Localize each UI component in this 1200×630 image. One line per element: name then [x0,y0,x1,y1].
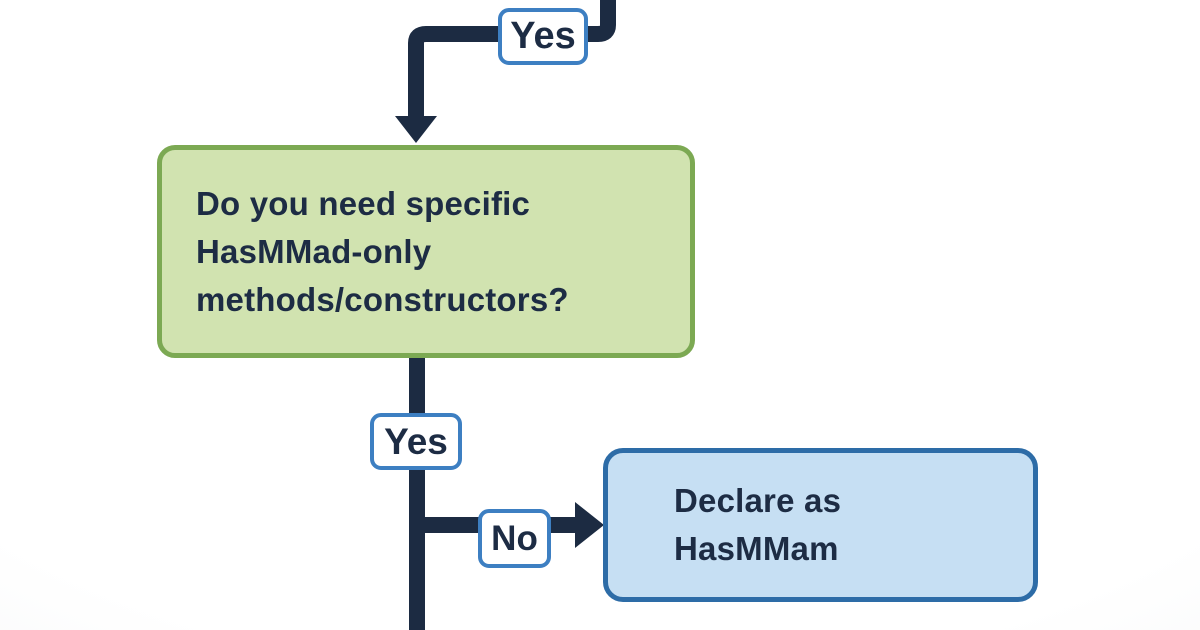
decision-node-text-line: Do you need specific [196,184,531,222]
decision-node: Do you need specific HasMMad-only method… [157,145,695,358]
edge-label-yes-top: Yes [498,8,588,65]
result-node-text-line: HasMMam [674,530,839,567]
decision-node-text-line: methods/constructors? [196,280,569,318]
arrowhead-right-icon [575,502,604,548]
decision-node-text-line: HasMMad-only [196,232,432,270]
result-node-text-line: Declare as [674,482,842,519]
edge-label-no: No [478,509,551,568]
arrowhead-down-icon [395,116,437,143]
result-node: Declare as HasMMam [603,448,1038,602]
edge-label-yes-bottom: Yes [370,413,462,470]
